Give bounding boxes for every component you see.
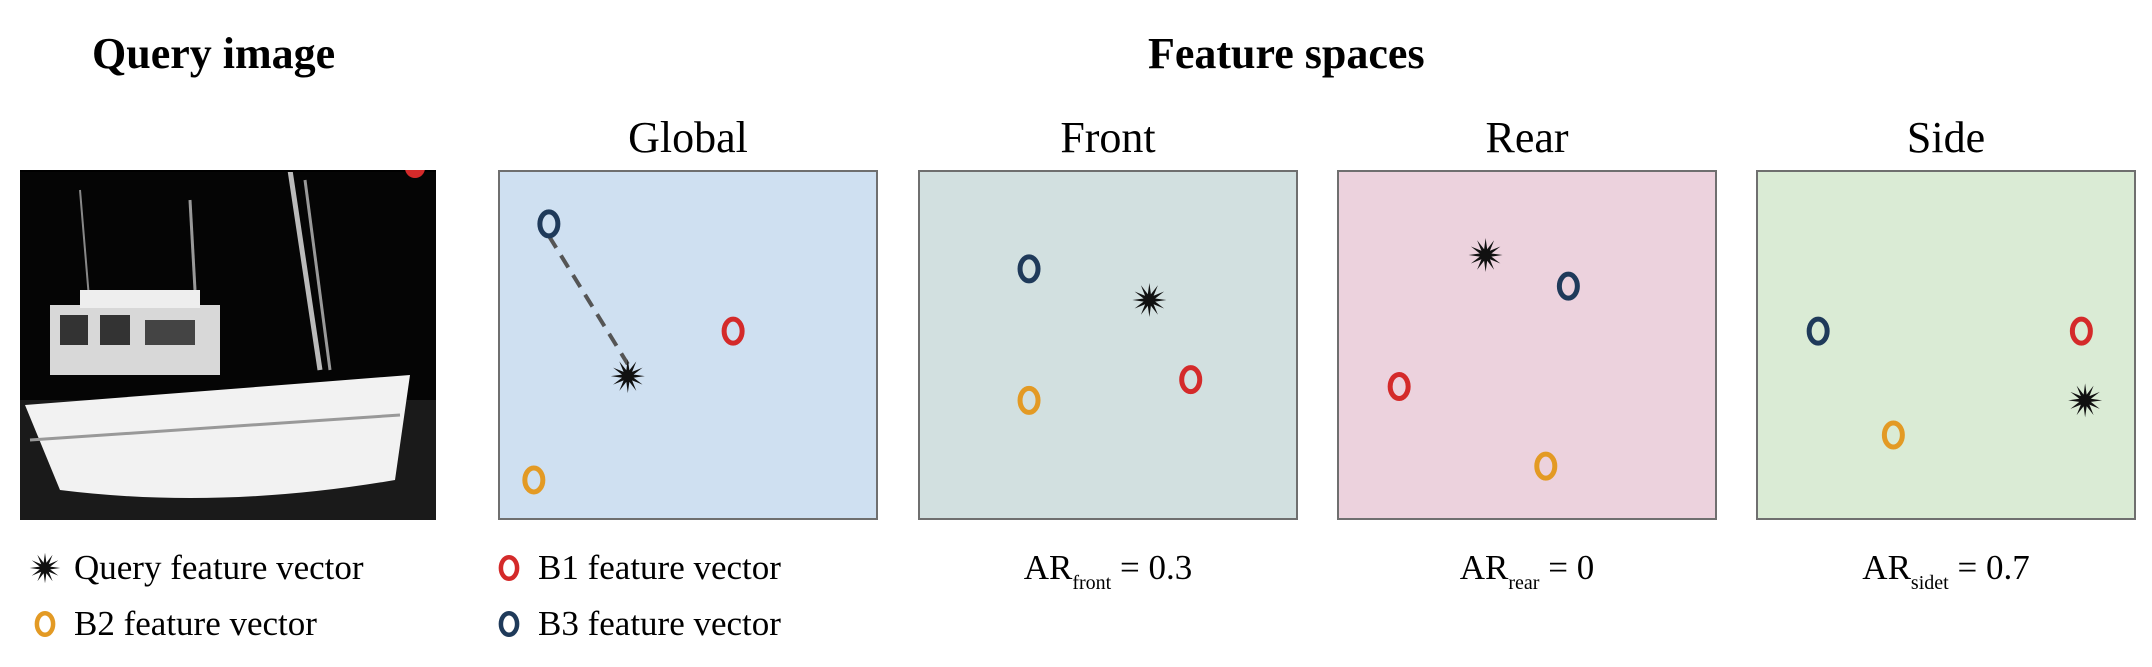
query-image-heading: Query image bbox=[92, 29, 336, 78]
feature-plot bbox=[1806, 316, 2103, 450]
b3-point bbox=[498, 610, 520, 638]
b2-point bbox=[522, 465, 546, 495]
feature-plot bbox=[522, 209, 745, 495]
b1-point bbox=[2069, 316, 2093, 346]
query-point bbox=[610, 359, 645, 394]
feature-spaces-heading: Feature spaces bbox=[1148, 29, 1425, 78]
b3-point bbox=[1556, 271, 1580, 301]
feature-plot bbox=[1387, 238, 1580, 481]
legend-b1: B1 feature vector bbox=[492, 548, 781, 588]
distance-line bbox=[547, 234, 630, 366]
b2-point bbox=[1881, 420, 1905, 450]
panel-title-rear: Rear bbox=[1485, 113, 1569, 162]
ar-side-label: ARsidet = 0.7 bbox=[1862, 548, 2030, 594]
legend-b2: B2 feature vector bbox=[28, 604, 317, 644]
legend-b3-label: B3 feature vector bbox=[538, 604, 781, 643]
legend-b2-label: B2 feature vector bbox=[74, 604, 317, 643]
navy-ring-icon bbox=[492, 604, 526, 644]
b1-point bbox=[1179, 365, 1203, 395]
legend-b1-label: B1 feature vector bbox=[538, 548, 781, 587]
query-point bbox=[1132, 283, 1167, 317]
feature-space-front bbox=[918, 170, 1298, 520]
b2-point bbox=[1017, 385, 1041, 415]
b1-point bbox=[721, 316, 745, 346]
b2-point bbox=[1534, 451, 1558, 481]
b3-point bbox=[537, 209, 561, 239]
feature-space-side bbox=[1756, 170, 2136, 520]
red-ring-icon bbox=[492, 548, 526, 588]
b1-point bbox=[1387, 372, 1411, 402]
boat-grayscale-image bbox=[20, 170, 436, 520]
query-image bbox=[20, 170, 436, 520]
orange-ring-icon bbox=[28, 604, 62, 644]
b1-point bbox=[498, 554, 520, 582]
b3-point bbox=[1806, 316, 1830, 346]
feature-space-global bbox=[498, 170, 878, 520]
panel-title-side: Side bbox=[1906, 113, 1986, 162]
b2-point bbox=[34, 610, 56, 638]
legend-b3: B3 feature vector bbox=[492, 604, 781, 644]
star-burst-icon bbox=[28, 548, 62, 588]
ar-front-label: ARfront = 0.3 bbox=[1023, 548, 1193, 594]
legend-query-label: Query feature vector bbox=[74, 548, 364, 587]
panel-title-front: Front bbox=[1060, 113, 1156, 162]
legend-query: Query feature vector bbox=[28, 548, 364, 588]
feature-plot bbox=[1017, 254, 1203, 415]
query-point bbox=[29, 552, 61, 584]
feature-space-rear bbox=[1337, 170, 1717, 520]
query-point bbox=[1468, 238, 1503, 272]
query-point bbox=[2068, 383, 2103, 418]
b3-point bbox=[1017, 254, 1041, 284]
panel-title-global: Global bbox=[628, 113, 748, 162]
ar-rear-label: ARrear = 0 bbox=[1459, 548, 1595, 594]
